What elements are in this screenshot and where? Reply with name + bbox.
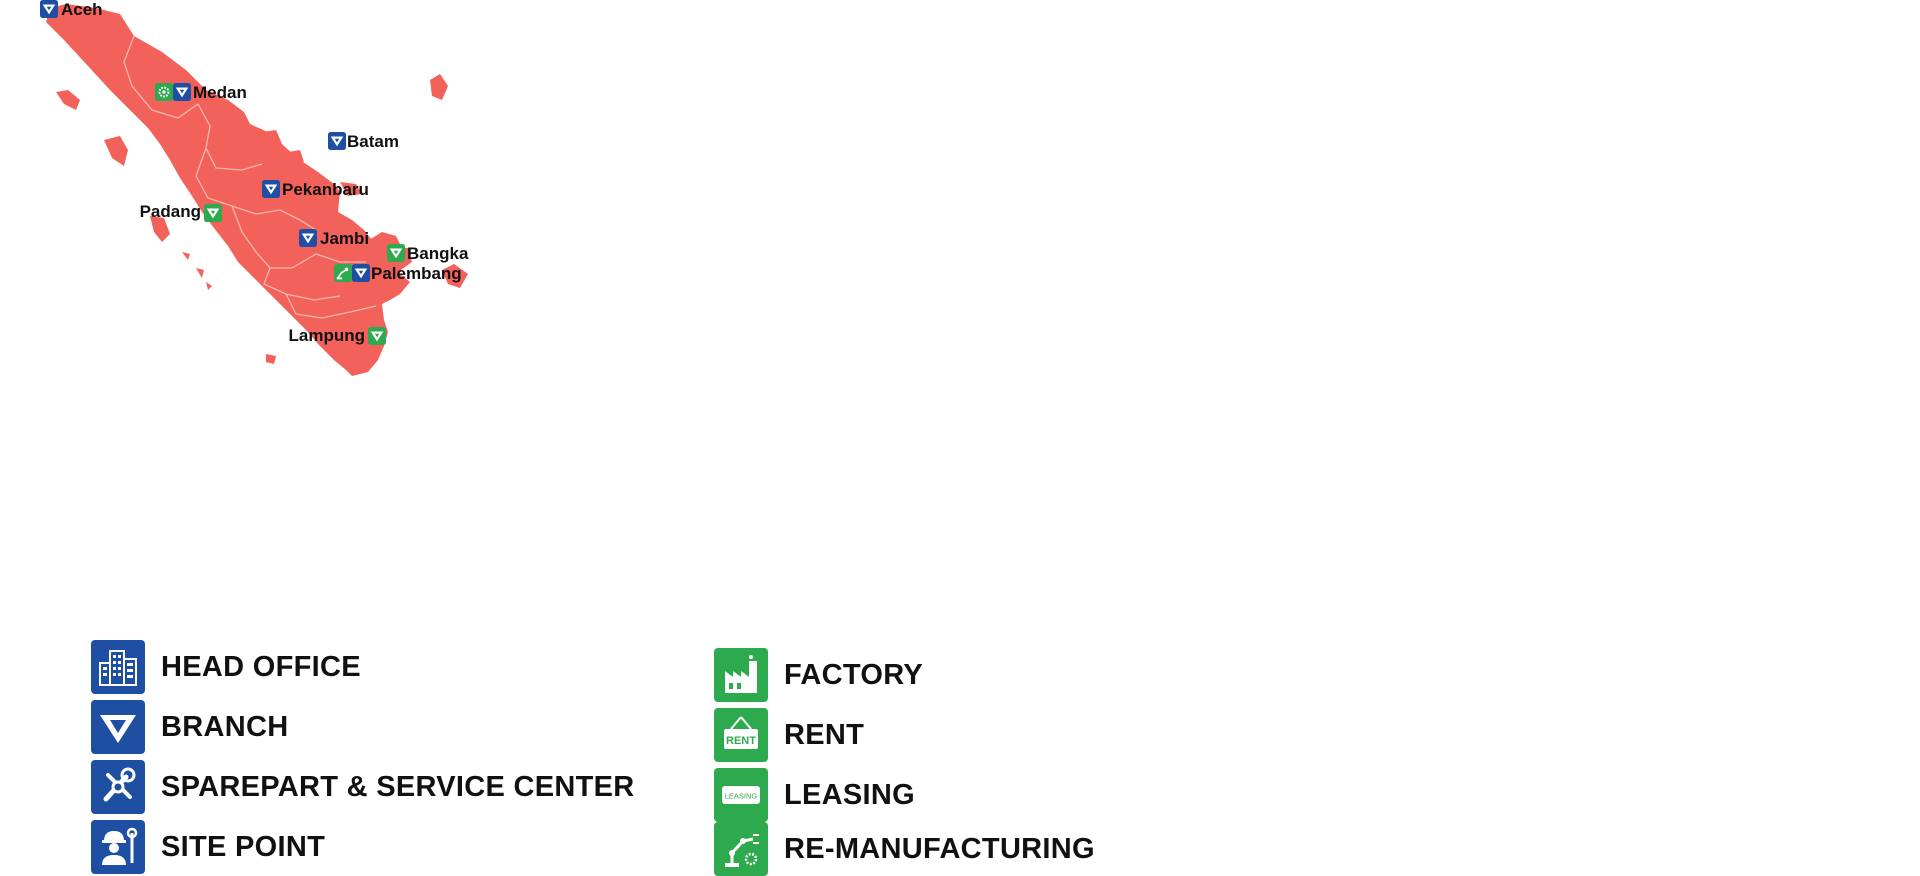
factory-icon: [714, 648, 768, 702]
robot-arm-icon: [714, 822, 768, 876]
buildings-icon: [91, 640, 145, 694]
legend-branch: BRANCH: [91, 700, 288, 754]
legend-label: LEASING: [784, 778, 915, 811]
legend-label: FACTORY: [784, 658, 924, 691]
legend-rent: RENT RENT: [714, 708, 864, 762]
sparepart-service-icon: [155, 83, 173, 101]
legend-sparepart: SPAREPART & SERVICE CENTER: [91, 760, 635, 814]
city-marker-palembang[interactable]: Palembang: [334, 264, 462, 283]
branch-icon: [328, 132, 346, 150]
city-label: Palembang: [371, 264, 462, 283]
city-label: Aceh: [61, 0, 103, 19]
province-borders: [123, 35, 377, 319]
city-label: Lampung: [289, 326, 366, 345]
legend-remanufacturing: RE-MANUFACTURING: [714, 822, 1095, 876]
legend-head-office: HEAD OFFICE: [91, 640, 361, 694]
legend-label: SITE POINT: [161, 830, 326, 863]
city-marker-lampung[interactable]: Lampung: [289, 326, 387, 345]
city-marker-aceh[interactable]: Aceh: [40, 0, 103, 19]
city-label: Jambi: [320, 229, 369, 248]
city-marker-batam[interactable]: Batam: [328, 132, 399, 151]
leasing-sign-text: LEASING: [725, 792, 758, 801]
wrench-screwdriver-icon: [91, 760, 145, 814]
city-marker-bangka[interactable]: Bangka: [387, 244, 469, 263]
branch-icon: [352, 264, 370, 282]
city-label: Padang: [140, 202, 201, 221]
city-marker-padang[interactable]: Padang: [140, 202, 222, 222]
legend-label: HEAD OFFICE: [161, 650, 361, 683]
rent-branch-icon: [204, 204, 222, 222]
branch-logo-icon: [91, 700, 145, 754]
legend-site-point: SITE POINT: [91, 820, 325, 874]
re-manufacturing-icon: [334, 264, 352, 282]
leasing-card-icon: LEASING: [714, 768, 768, 822]
city-label: Medan: [193, 83, 247, 102]
rent-sign-text: RENT: [726, 735, 756, 747]
city-marker-pekanbaru[interactable]: Pekanbaru: [262, 180, 369, 199]
legend-label: SPAREPART & SERVICE CENTER: [161, 770, 635, 803]
legend-label: RE-MANUFACTURING: [784, 832, 1095, 865]
city-label: Pekanbaru: [282, 180, 369, 199]
legend-leasing: LEASING LEASING: [714, 768, 915, 822]
rent-branch-icon: [387, 244, 405, 262]
legend-label: RENT: [784, 718, 865, 751]
sumatra-mainland: [46, 4, 412, 376]
city-marker-jambi[interactable]: Jambi: [299, 229, 369, 248]
rent-sign-icon: RENT: [714, 708, 768, 762]
branch-icon: [299, 229, 317, 247]
branch-icon: [40, 0, 58, 18]
worker-wrench-icon: [91, 820, 145, 874]
branch-icon: [173, 83, 191, 101]
branch-icon: [262, 180, 280, 198]
legend-label: BRANCH: [161, 710, 289, 743]
rent-branch-icon: [368, 327, 386, 345]
city-label: Bangka: [407, 244, 469, 263]
city-label: Batam: [347, 132, 399, 151]
city-marker-medan[interactable]: Medan: [155, 83, 247, 102]
legend-factory: FACTORY: [714, 648, 923, 702]
